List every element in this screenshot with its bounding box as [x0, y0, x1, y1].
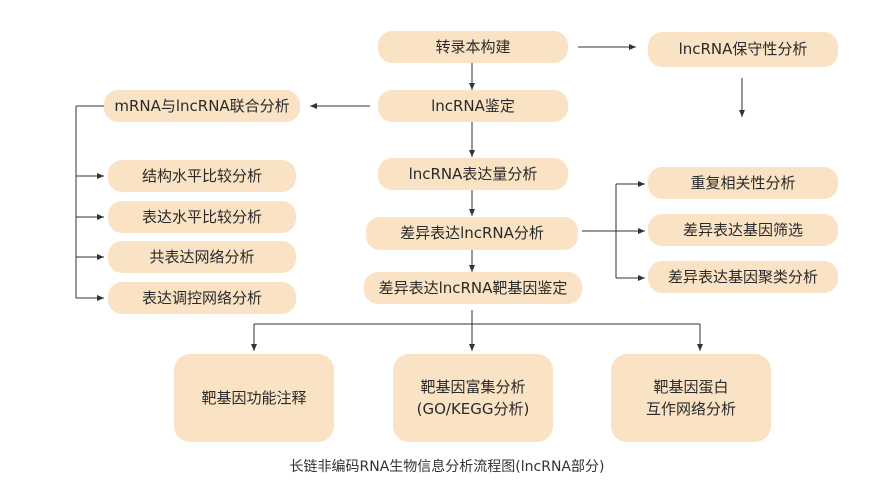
node-target-ppi-line1: 靶基因蛋白 — [653, 377, 729, 396]
node-repeat-correlation: 重复相关性分析 — [648, 167, 838, 199]
node-target-function: 靶基因功能注释 — [174, 354, 334, 442]
node-coexpression-network: 共表达网络分析 — [108, 241, 296, 273]
node-target-enrich: 靶基因富集分析 (GO/KEGG分析) — [393, 354, 553, 442]
node-lncrna-expression: lncRNA表达量分析 — [378, 158, 568, 190]
node-diff-lncrna-label: 差异表达lncRNA分析 — [400, 224, 544, 243]
node-coexpression-network-label: 共表达网络分析 — [149, 247, 255, 266]
node-regulation-network: 表达调控网络分析 — [108, 282, 296, 314]
node-diff-gene-screen: 差异表达基因筛选 — [648, 214, 838, 246]
node-diff-gene-cluster: 差异表达基因聚类分析 — [648, 261, 838, 293]
node-mrna-lncrna-joint: mRNA与lncRNA联合分析 — [104, 90, 300, 122]
node-target-ppi: 靶基因蛋白 互作网络分析 — [611, 354, 771, 442]
node-target-enrich-line1: 靶基因富集分析 — [420, 377, 526, 396]
node-mrna-lncrna-joint-label: mRNA与lncRNA联合分析 — [114, 96, 290, 115]
node-lncrna-expression-label: lncRNA表达量分析 — [408, 164, 538, 183]
node-repeat-correlation-label: 重复相关性分析 — [690, 173, 796, 192]
node-diff-gene-cluster-label: 差异表达基因聚类分析 — [667, 267, 818, 286]
node-target-ppi-line2: 互作网络分析 — [645, 400, 736, 418]
node-lncrna-identify-label: lncRNA鉴定 — [431, 96, 515, 115]
node-expression-compare-label: 表达水平比较分析 — [141, 207, 262, 226]
figure-caption: 长链非编码RNA生物信息分析流程图(lncRNA部分) — [289, 459, 605, 475]
node-target-identify: 差异表达lncRNA靶基因鉴定 — [364, 272, 582, 304]
node-structure-compare: 结构水平比较分析 — [108, 160, 296, 192]
node-lncrna-conservation-label: lncRNA保守性分析 — [678, 40, 808, 59]
node-target-enrich-line2: (GO/KEGG分析) — [416, 400, 530, 418]
node-regulation-network-label: 表达调控网络分析 — [141, 288, 262, 307]
node-diff-gene-screen-label: 差异表达基因筛选 — [682, 220, 803, 239]
node-transcript-build-label: 转录本构建 — [435, 37, 511, 56]
node-target-identify-label: 差异表达lncRNA靶基因鉴定 — [378, 278, 568, 297]
node-expression-compare: 表达水平比较分析 — [108, 201, 296, 233]
node-lncrna-conservation: lncRNA保守性分析 — [648, 32, 838, 67]
node-structure-compare-label: 结构水平比较分析 — [141, 166, 262, 185]
node-transcript-build: 转录本构建 — [378, 31, 568, 63]
node-diff-lncrna: 差异表达lncRNA分析 — [366, 217, 578, 250]
node-target-function-label: 靶基因功能注释 — [201, 388, 307, 407]
node-lncrna-identify: lncRNA鉴定 — [378, 90, 568, 122]
